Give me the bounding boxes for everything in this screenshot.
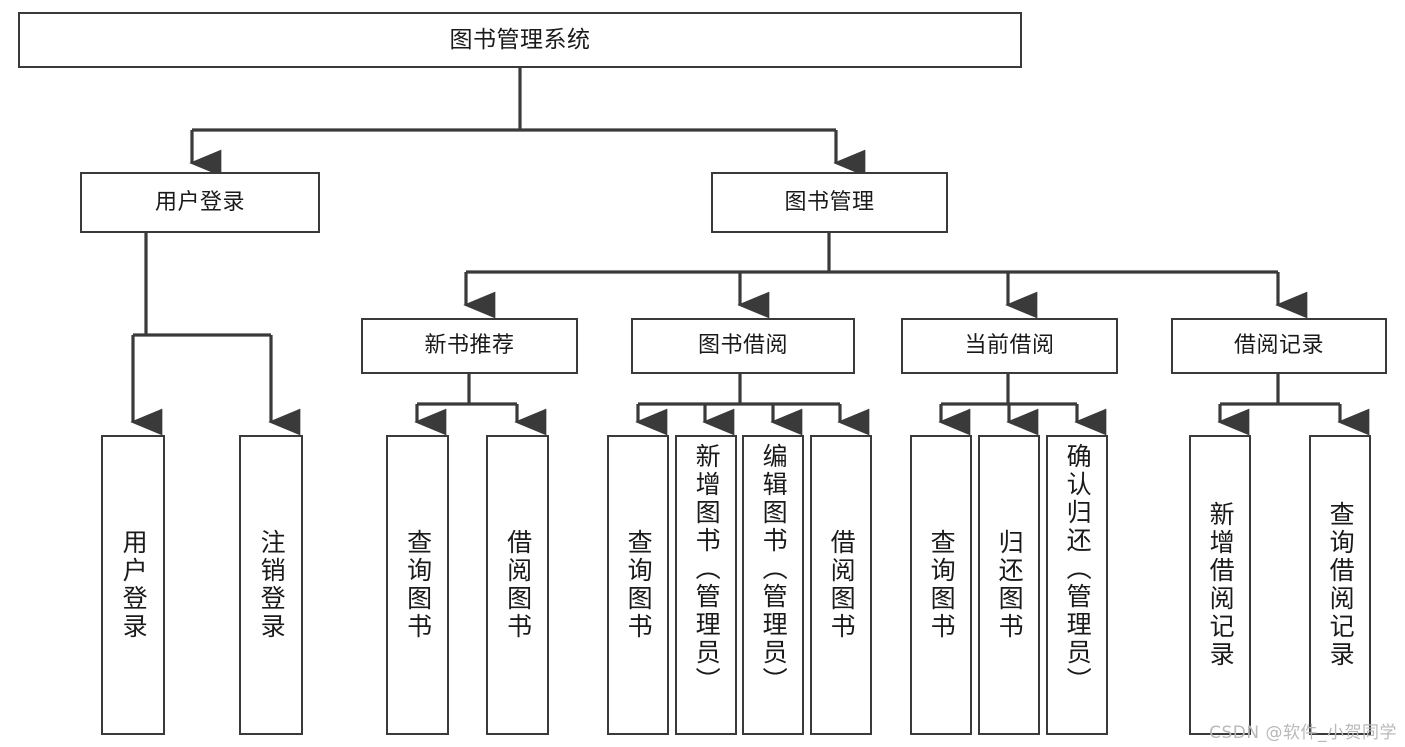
node-borrow-record[interactable]: 借阅记录 (1171, 318, 1387, 374)
node-label: 新增图书（管理员） (692, 443, 722, 695)
node-label: 归还图书 (995, 529, 1025, 641)
leaf-borrow-book-2[interactable]: 借阅图书 (810, 435, 872, 735)
leaf-query-record[interactable]: 查询借阅记录 (1309, 435, 1371, 735)
node-user-login[interactable]: 用户登录 (80, 172, 320, 233)
node-label: 当前借阅 (964, 333, 1055, 358)
node-label: 图书借阅 (697, 333, 788, 358)
leaf-borrow-book-1[interactable]: 借阅图书 (486, 435, 549, 735)
node-label: 查询借阅记录 (1326, 501, 1356, 669)
node-label: 查询图书 (403, 529, 433, 641)
node-label: 编辑图书（管理员） (759, 443, 789, 695)
leaf-logout-login[interactable]: 注销登录 (239, 435, 303, 735)
node-label: 用户登录 (154, 189, 245, 215)
node-label: 图书管理系统 (449, 26, 591, 53)
leaf-user-login[interactable]: 用户登录 (101, 435, 165, 735)
leaf-add-book[interactable]: 新增图书（管理员） (675, 435, 737, 735)
node-book-management[interactable]: 图书管理 (711, 172, 948, 233)
leaf-query-book-1[interactable]: 查询图书 (386, 435, 449, 735)
leaf-add-record[interactable]: 新增借阅记录 (1189, 435, 1251, 735)
node-label: 借阅记录 (1233, 333, 1324, 358)
leaf-edit-book[interactable]: 编辑图书（管理员） (742, 435, 804, 735)
leaf-confirm-return[interactable]: 确认归还（管理员） (1046, 435, 1108, 735)
node-label: 确认归还（管理员） (1063, 443, 1093, 695)
node-current-borrow[interactable]: 当前借阅 (901, 318, 1118, 374)
node-new-book-recommend[interactable]: 新书推荐 (361, 318, 578, 374)
node-label: 注销登录 (257, 529, 287, 641)
node-label: 借阅图书 (503, 529, 533, 641)
node-label: 查询图书 (927, 529, 957, 641)
node-label: 查询图书 (624, 529, 654, 641)
node-root-title[interactable]: 图书管理系统 (18, 12, 1022, 68)
node-label: 图书管理 (784, 189, 875, 215)
csdn-watermark: CSDN @软件_小贺同学 (1209, 723, 1397, 743)
node-book-borrow[interactable]: 图书借阅 (631, 318, 855, 374)
leaf-query-book-2[interactable]: 查询图书 (607, 435, 669, 735)
node-label: 用户登录 (119, 529, 149, 641)
leaf-query-book-3[interactable]: 查询图书 (910, 435, 972, 735)
node-label: 新书推荐 (424, 333, 515, 358)
node-label: 新增借阅记录 (1206, 501, 1236, 669)
node-label: 借阅图书 (827, 529, 857, 641)
leaf-return-book[interactable]: 归还图书 (978, 435, 1040, 735)
